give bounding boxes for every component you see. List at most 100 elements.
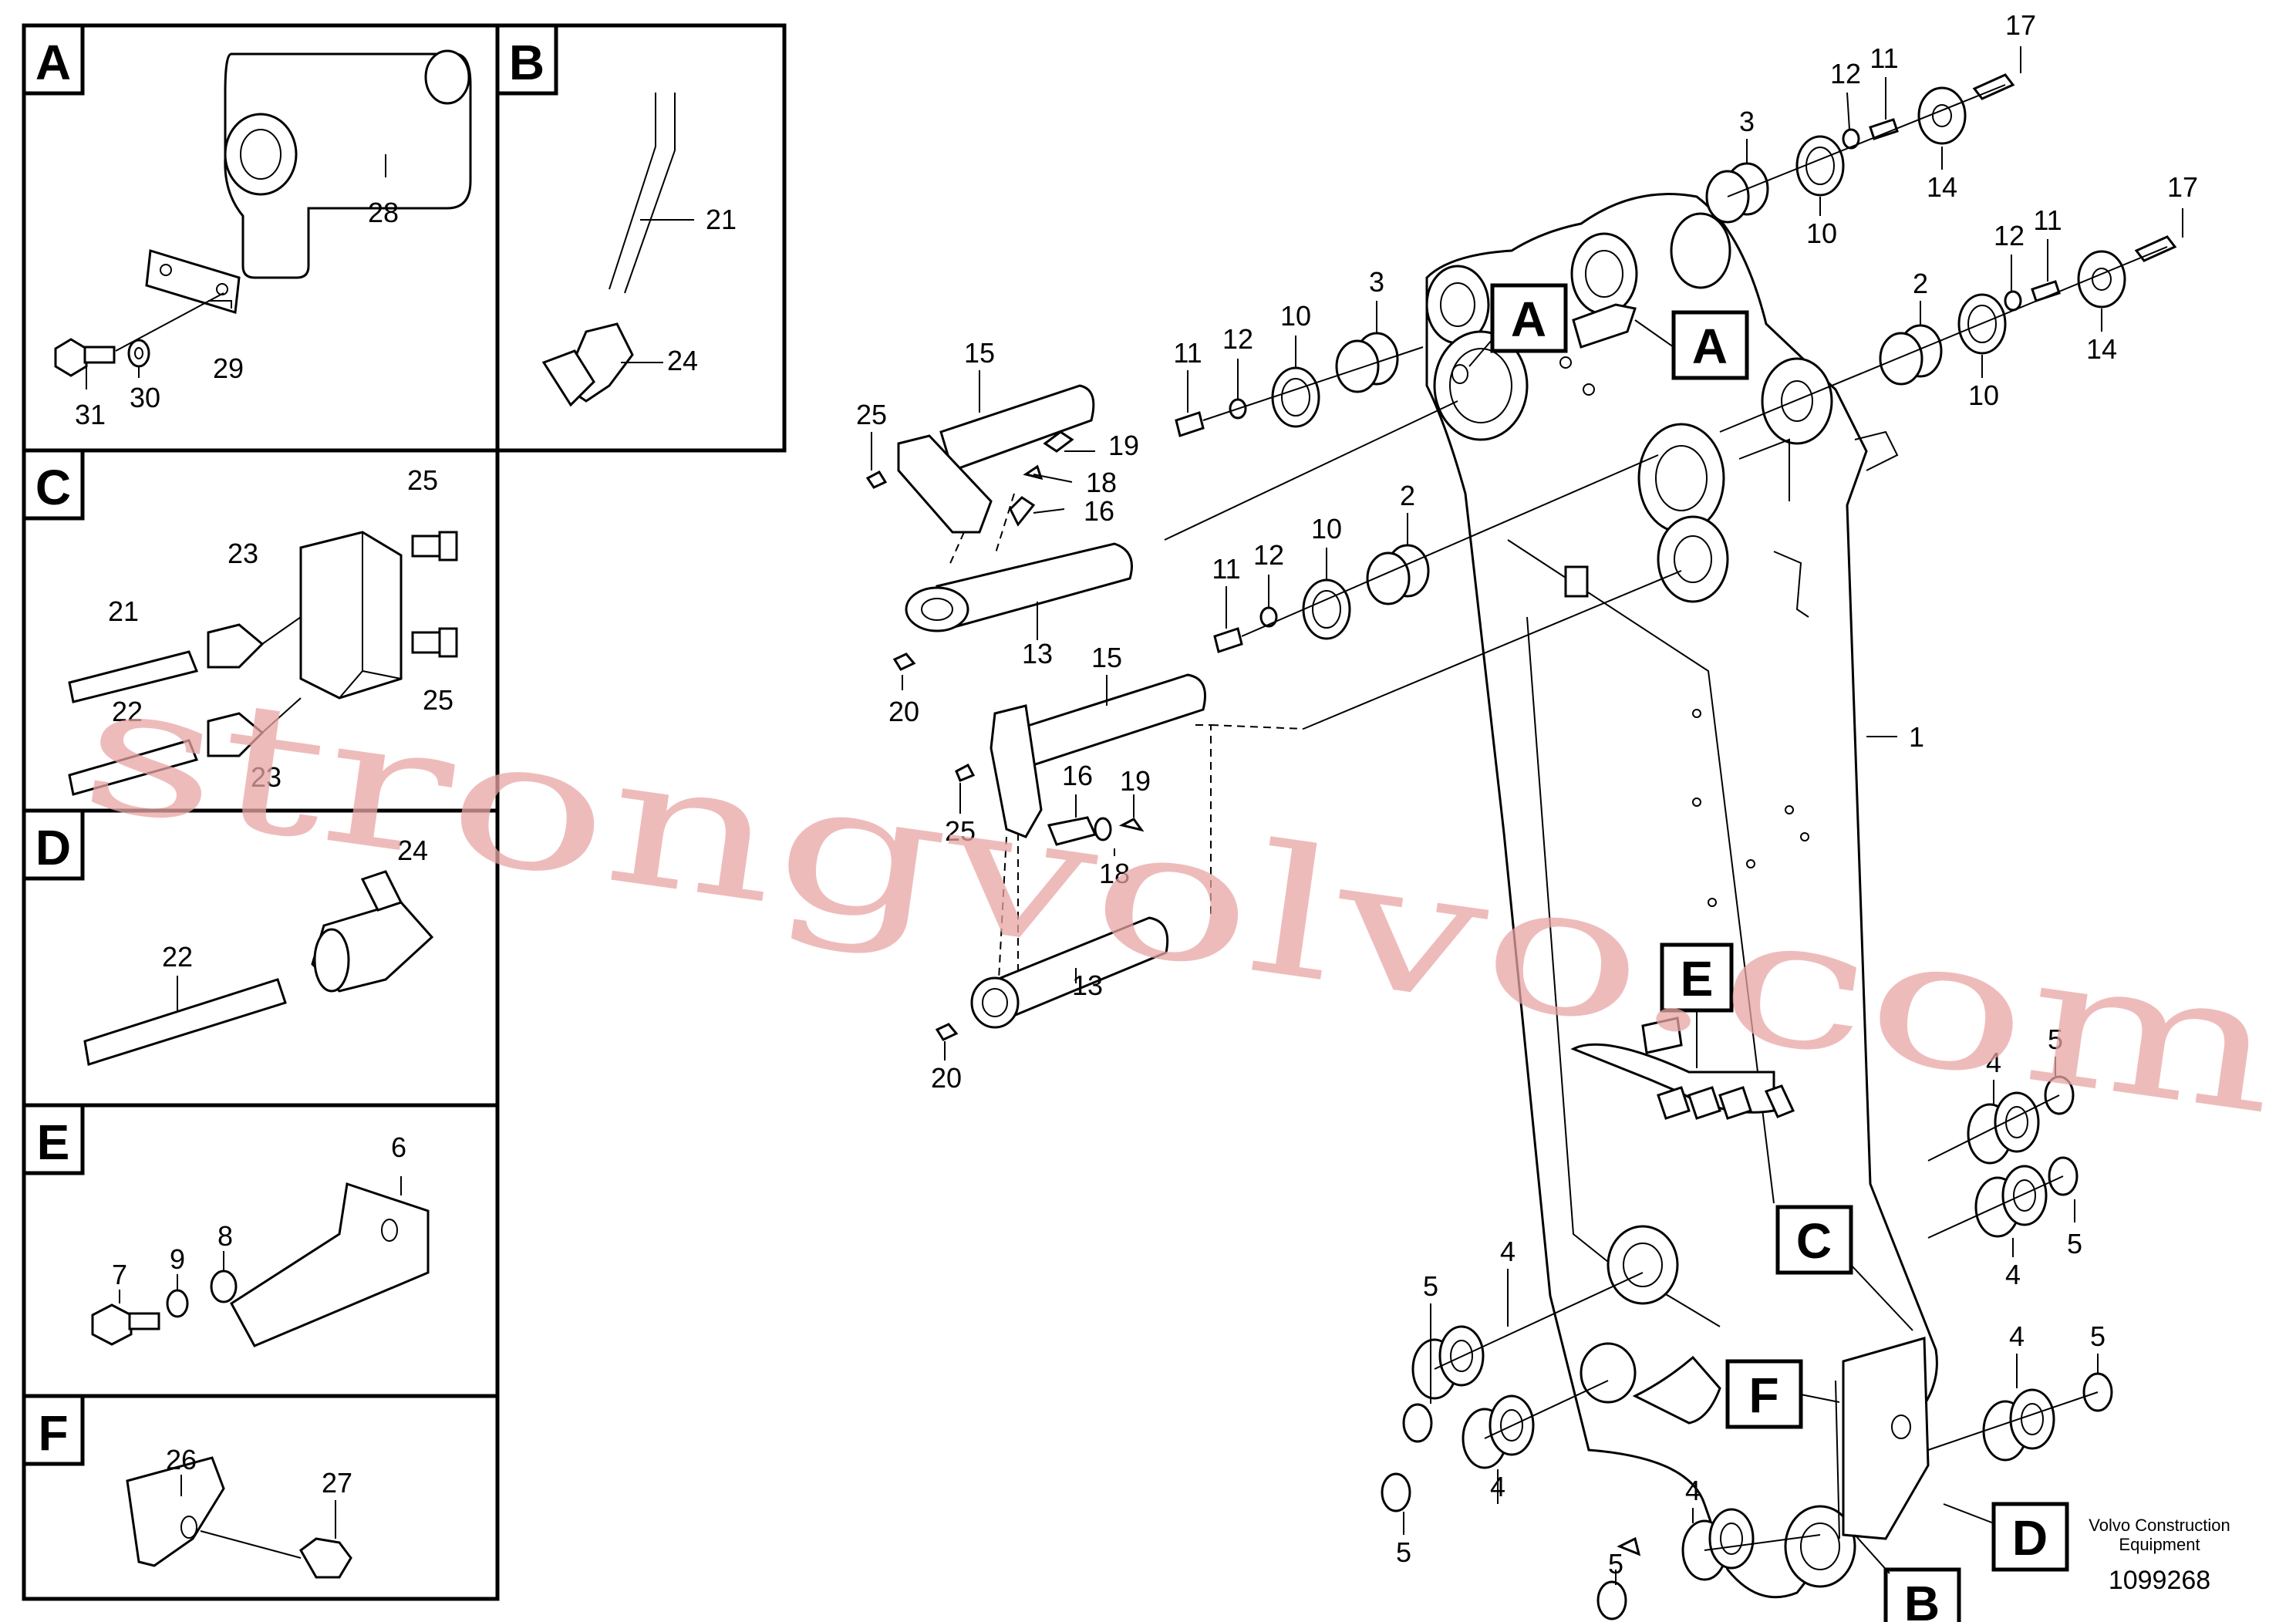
callout-a-left: A xyxy=(1511,292,1546,347)
label-8: 8 xyxy=(217,1220,233,1252)
label-30: 30 xyxy=(130,382,160,413)
label-10d: 10 xyxy=(1311,513,1342,545)
label-24: 24 xyxy=(667,345,698,376)
pin-assembly-upper xyxy=(865,370,1133,690)
label-25-main-a: 25 xyxy=(856,399,887,430)
label-20b: 20 xyxy=(931,1062,962,1094)
label-4d: 4 xyxy=(1986,1047,2001,1078)
callouts: A A E C F B D xyxy=(1468,283,2069,1622)
panel-d: D 24 22 xyxy=(22,808,434,1066)
label-5c: 5 xyxy=(1608,1548,1623,1580)
label-22d: 22 xyxy=(162,941,193,973)
panel-f: F 26 27 xyxy=(22,1394,352,1579)
label-5f: 5 xyxy=(2090,1320,2106,1352)
pin-assembly-lower xyxy=(935,673,1304,1061)
label-4f: 4 xyxy=(2009,1320,2025,1352)
label-5b: 5 xyxy=(1396,1536,1411,1568)
label-3b: 3 xyxy=(1369,266,1384,298)
panel-c-letter: C xyxy=(35,460,71,515)
label-4e: 4 xyxy=(2005,1259,2021,1290)
label-15b: 15 xyxy=(1091,642,1122,673)
label-12d: 12 xyxy=(1253,539,1284,571)
panel-a: A 28 29 31 30 xyxy=(22,23,472,430)
label-7: 7 xyxy=(112,1259,127,1290)
label-6: 6 xyxy=(391,1131,406,1163)
label-25a: 25 xyxy=(407,464,438,496)
label-10a: 10 xyxy=(1806,218,1837,249)
label-2a: 2 xyxy=(1913,268,1928,299)
label-10c: 10 xyxy=(1280,300,1311,332)
label-26: 26 xyxy=(166,1444,197,1475)
callout-d: D xyxy=(2012,1510,2048,1566)
callout-a-right: A xyxy=(1692,319,1728,374)
label-19a: 19 xyxy=(1108,430,1139,461)
label-24d: 24 xyxy=(397,835,428,866)
label-17b: 17 xyxy=(2167,171,2198,203)
label-16b: 16 xyxy=(1062,760,1093,791)
label-18b: 18 xyxy=(1099,858,1130,889)
label-25b: 25 xyxy=(423,684,453,716)
label-12a: 12 xyxy=(1830,58,1861,89)
label-29: 29 xyxy=(213,352,244,384)
label-11c: 11 xyxy=(1173,337,1202,369)
label-20a: 20 xyxy=(888,696,919,727)
label-14b: 14 xyxy=(2086,333,2117,365)
label-16a: 16 xyxy=(1084,495,1114,527)
label-5d: 5 xyxy=(2048,1023,2063,1055)
label-13a: 13 xyxy=(1022,638,1053,669)
label-3a: 3 xyxy=(1739,106,1755,137)
panel-d-letter: D xyxy=(35,820,71,875)
watermark: strongvolvo.com xyxy=(70,642,2291,1155)
callout-b: B xyxy=(1904,1576,1940,1622)
panel-a-letter: A xyxy=(35,35,71,90)
label-4c: 4 xyxy=(1685,1475,1701,1506)
label-17a: 17 xyxy=(2005,9,2036,41)
detail-panels xyxy=(22,23,787,1601)
label-25-main-b: 25 xyxy=(945,815,976,847)
brand-line1: Volvo Construction xyxy=(2089,1516,2230,1535)
label-21c: 21 xyxy=(108,595,139,627)
label-11d: 11 xyxy=(1212,553,1240,585)
label-11a: 11 xyxy=(1870,42,1898,74)
callout-f: F xyxy=(1748,1367,1778,1423)
label-23b: 23 xyxy=(251,761,282,793)
label-12c: 12 xyxy=(1222,323,1253,355)
panel-b-letter: B xyxy=(509,35,544,90)
brand-line2: Equipment xyxy=(2119,1535,2200,1554)
label-19b: 19 xyxy=(1120,765,1151,797)
label-27: 27 xyxy=(322,1467,352,1499)
label-11b: 11 xyxy=(2033,204,2062,236)
label-15a: 15 xyxy=(964,337,995,369)
label-9: 9 xyxy=(170,1243,185,1275)
label-23a: 23 xyxy=(228,538,258,569)
label-28: 28 xyxy=(368,197,399,228)
label-4a: 4 xyxy=(1500,1236,1515,1267)
label-5a: 5 xyxy=(1423,1270,1438,1302)
label-14a: 14 xyxy=(1927,171,1957,203)
label-12b: 12 xyxy=(1994,220,2025,251)
label-5e: 5 xyxy=(2067,1228,2082,1259)
label-2b: 2 xyxy=(1400,480,1415,511)
label-31: 31 xyxy=(75,399,106,430)
label-18a: 18 xyxy=(1086,467,1117,498)
panel-e-letter: E xyxy=(37,1114,70,1170)
panel-c: C 25 23 21 22 25 23 xyxy=(22,448,458,796)
upper-hardware xyxy=(1164,73,2177,730)
lower-hardware xyxy=(1381,1075,2113,1620)
doc-number: 1099268 xyxy=(2109,1566,2210,1595)
panel-b: B 21 24 xyxy=(495,23,737,407)
label-13b: 13 xyxy=(1072,969,1103,1001)
label-21: 21 xyxy=(706,204,737,235)
main-number-labels: 17 12 11 3 10 14 17 12 11 2 10 14 15 19 … xyxy=(856,9,2198,1580)
callout-c: C xyxy=(1796,1213,1832,1269)
panel-e: E 6 9 8 7 xyxy=(22,1103,430,1347)
panel-f-letter: F xyxy=(38,1405,68,1461)
label-4b: 4 xyxy=(1490,1471,1505,1502)
label-22c: 22 xyxy=(112,696,143,727)
callout-e: E xyxy=(1681,951,1714,1007)
label-10b: 10 xyxy=(1968,379,1999,411)
main-leaders xyxy=(1187,46,2183,1585)
footer: Volvo Construction Equipment 1099268 xyxy=(2089,1516,2230,1595)
label-1: 1 xyxy=(1909,721,1924,753)
